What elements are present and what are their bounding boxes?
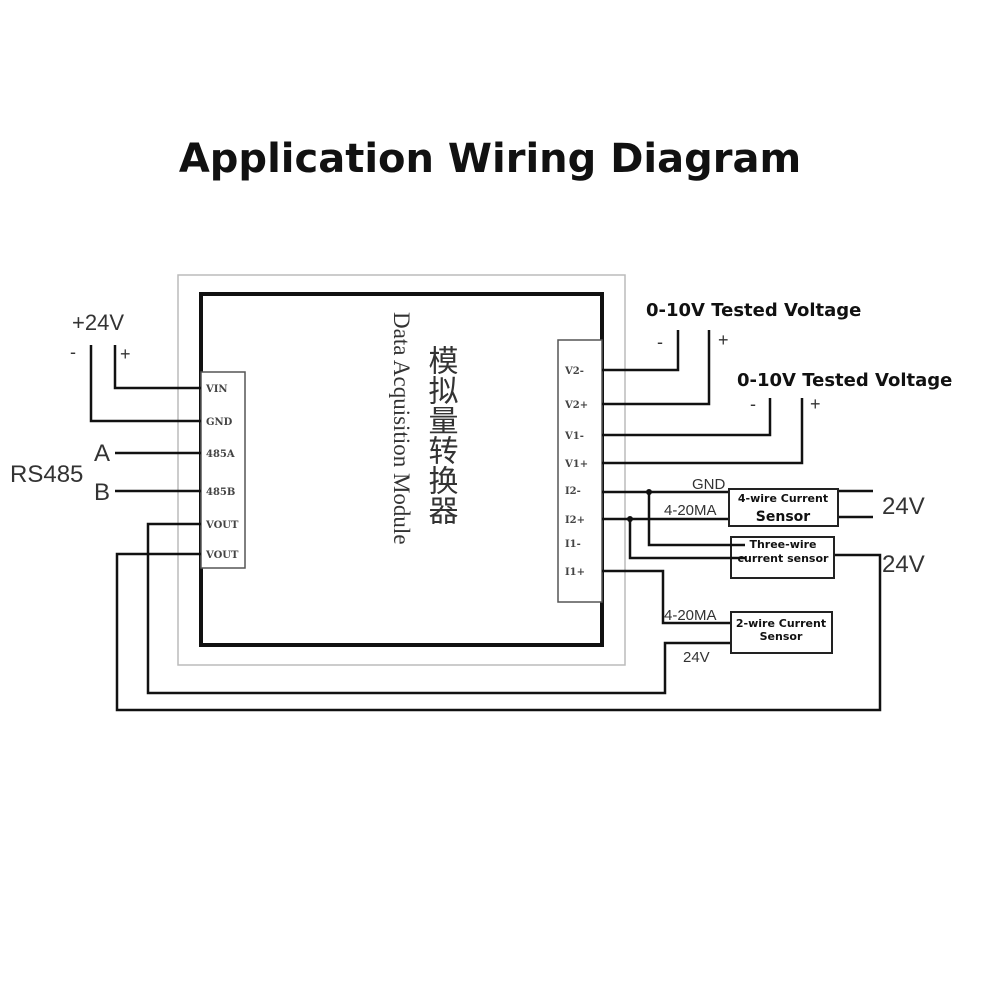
three-wire-supply-label: 24V bbox=[882, 551, 925, 578]
wire-vout-2 bbox=[115, 552, 882, 712]
pin-i1-minus: I1- bbox=[565, 539, 581, 550]
pin-vout-2: VOUT bbox=[205, 550, 239, 561]
wire-gnd bbox=[89, 345, 201, 423]
pin-v1-minus: V1- bbox=[564, 431, 584, 442]
rs485-label: RS485 bbox=[10, 461, 83, 488]
wire-three-wire-signal bbox=[628, 519, 730, 560]
wire-v2-minus bbox=[602, 330, 680, 372]
module-name-cn: 模拟量转换器 bbox=[423, 345, 459, 525]
pin-v2-plus: V2+ bbox=[564, 400, 588, 411]
junction-dot bbox=[646, 489, 652, 495]
power-plus: + bbox=[120, 344, 131, 364]
three-wire-sensor-label-2: current sensor bbox=[738, 552, 830, 565]
pin-i2-plus: I2+ bbox=[565, 515, 585, 526]
wire-vout-1 bbox=[146, 522, 730, 695]
pin-485b: 485B bbox=[206, 487, 235, 498]
pin-i1-plus: I1+ bbox=[565, 567, 585, 578]
pin-v2-minus: V2- bbox=[564, 366, 584, 377]
rs485-b-label: B bbox=[94, 479, 110, 506]
two-wire-sensor-box bbox=[730, 611, 833, 654]
four-wire-sensor-label-2: Sensor bbox=[756, 509, 810, 525]
module-name-en: Data Acquisition Module bbox=[389, 312, 414, 545]
wire-v2-plus bbox=[602, 330, 711, 406]
right-terminal-strip bbox=[557, 339, 603, 603]
voltage-input-1-plus: + bbox=[810, 394, 821, 414]
wire-i1-plus bbox=[602, 569, 730, 625]
wire-three-wire-gnd bbox=[647, 492, 730, 547]
wire-v1-plus bbox=[602, 398, 804, 465]
voltage-input-2-minus: - bbox=[657, 332, 663, 352]
pin-gnd: GND bbox=[206, 417, 233, 428]
wire-vin bbox=[113, 345, 201, 390]
two-wire-sensor-label-2: Sensor bbox=[760, 630, 803, 643]
two-wire-supply-label: 24V bbox=[683, 649, 710, 666]
pin-vout-1: VOUT bbox=[205, 520, 239, 531]
pin-485a: 485A bbox=[206, 449, 235, 460]
module-outer-frame bbox=[177, 274, 626, 666]
two-wire-signal-label: 4-20MA bbox=[664, 607, 717, 624]
pin-i2-minus: I2- bbox=[565, 486, 581, 497]
four-wire-gnd-label: GND bbox=[692, 476, 726, 493]
two-wire-sensor-label-1: 2-wire Current bbox=[736, 617, 826, 630]
voltage-input-2-plus: + bbox=[718, 330, 729, 350]
three-wire-sensor-box bbox=[730, 536, 835, 579]
power-minus: - bbox=[70, 342, 76, 362]
four-wire-sensor-label-1: 4-wire Current bbox=[738, 492, 828, 505]
diagram-title: Application Wiring Diagram bbox=[179, 136, 801, 182]
four-wire-supply-label: 24V bbox=[882, 493, 925, 520]
voltage-input-2-label: 0-10V Tested Voltage bbox=[646, 300, 861, 321]
left-terminal-strip bbox=[200, 371, 246, 569]
junction-dot bbox=[627, 516, 633, 522]
pin-v1-plus: V1+ bbox=[564, 459, 588, 470]
power-label: +24V bbox=[72, 310, 124, 335]
four-wire-signal-label: 4-20MA bbox=[664, 502, 717, 519]
wire-v1-minus bbox=[602, 398, 772, 437]
pin-vin: VIN bbox=[205, 384, 228, 395]
rs485-a-label: A bbox=[94, 440, 110, 467]
three-wire-sensor-label-1: Three-wire bbox=[749, 538, 816, 551]
voltage-input-1-minus: - bbox=[750, 394, 756, 414]
voltage-input-1-label: 0-10V Tested Voltage bbox=[737, 370, 952, 391]
four-wire-sensor-box bbox=[728, 488, 839, 527]
